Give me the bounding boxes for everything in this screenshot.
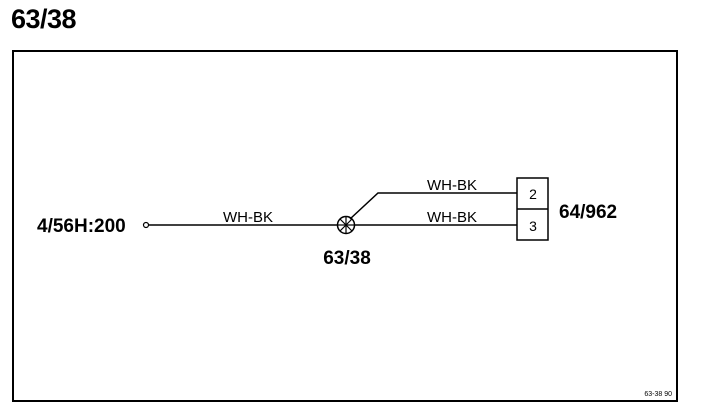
wire-upper [349,192,517,220]
splice-icon [336,215,356,235]
page-title: 63/38 [11,4,77,34]
pin-lower-label: 3 [529,218,537,234]
source-terminal [142,221,150,229]
diagram-frame [12,50,678,402]
source-connector-label: 4/56H:200 [37,216,126,237]
wire-main-label: WH-BK [223,209,273,226]
target-connector-label: 64/962 [559,202,617,223]
wire-upper-label: WH-BK [427,177,477,194]
pin-upper-label: 2 [529,186,537,202]
wire-lower-label: WH-BK [427,209,477,226]
footer-code: 63-38 90 [644,391,672,398]
splice-label: 63/38 [323,248,371,269]
